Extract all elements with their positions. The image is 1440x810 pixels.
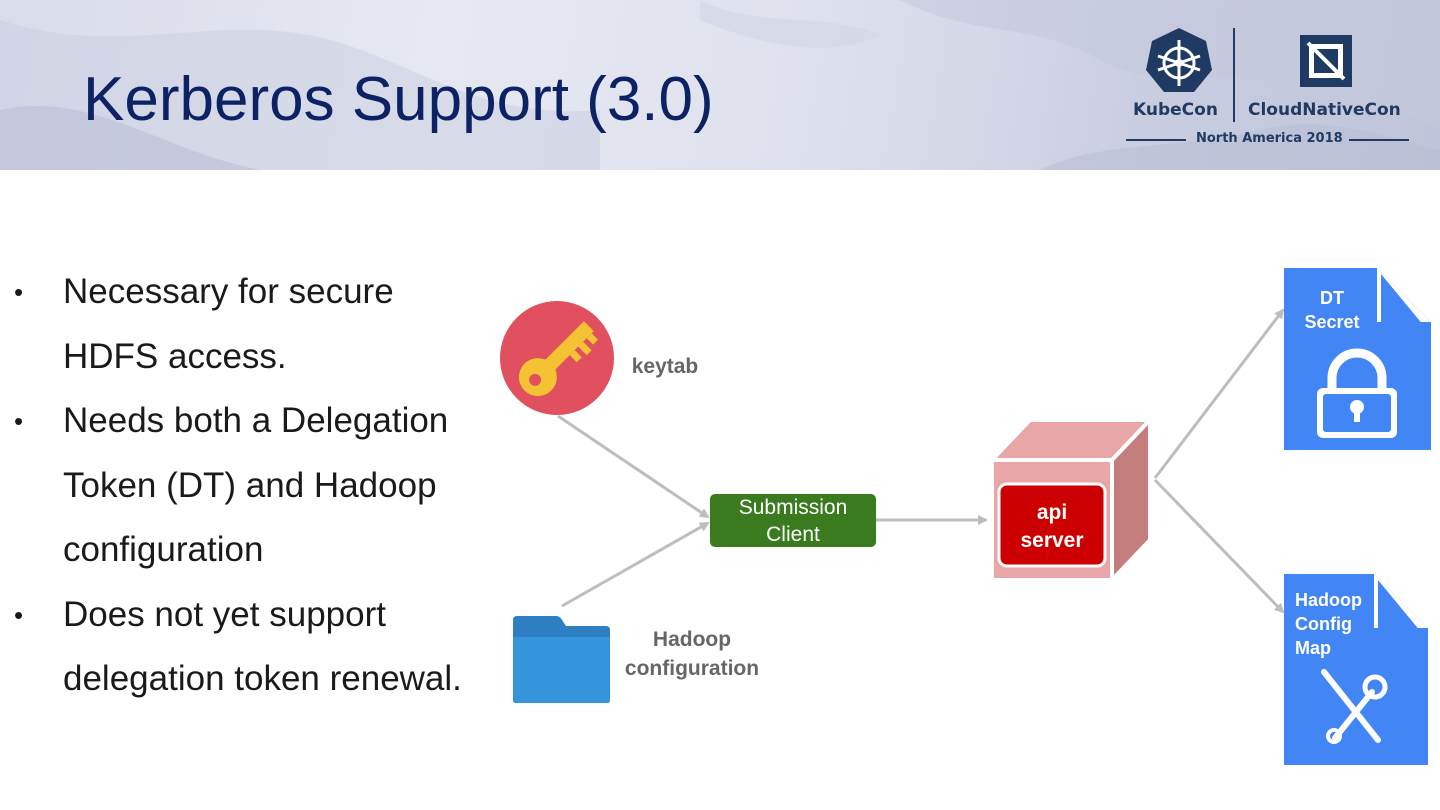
config-map-document-icon — [1284, 574, 1428, 765]
bullet-item: • Necessary for secure HDFS access. — [14, 260, 484, 389]
arrow-keytab-to-client — [557, 414, 710, 519]
configmap-line2: Config — [1295, 614, 1352, 634]
api-server-line2: server — [1020, 529, 1083, 552]
bullet-dot: • — [14, 277, 24, 307]
folder-icon — [513, 616, 610, 703]
api-server-cube — [987, 414, 1155, 586]
configmap-line3: Map — [1295, 638, 1331, 658]
dt-secret-line1: DT — [1320, 288, 1344, 308]
header-band: Kerberos Support (3.0) KubeCon CloudNati… — [0, 0, 1440, 170]
submission-client-line1: Submission — [739, 496, 848, 519]
bullet-text: Necessary for secure HDFS access. — [63, 272, 394, 376]
logo-divider — [1233, 28, 1235, 122]
bullet-text: Needs both a Delegation Token (DT) and H… — [63, 401, 449, 569]
hadoop-config-label-line2: configuration — [625, 657, 759, 680]
api-server-line1: api — [1037, 501, 1067, 524]
submission-client-line2: Client — [766, 523, 820, 546]
bullet-item: • Needs both a Delegation Token (DT) and… — [14, 389, 484, 583]
logo-rule-left — [1126, 139, 1186, 141]
bullet-dot: • — [14, 599, 24, 630]
arrow-api-to-secret — [1153, 308, 1285, 479]
logo-event: North America 2018 — [1196, 131, 1343, 146]
configmap-line1: Hadoop — [1295, 590, 1362, 610]
header-background-pattern — [0, 0, 1440, 170]
arrow-config-to-client — [561, 521, 710, 608]
lock-icon — [1317, 348, 1397, 438]
logo-cloudnativecon: CloudNativeCon — [1248, 100, 1401, 120]
key-icon — [500, 301, 614, 415]
keytab-label: keytab — [632, 355, 699, 378]
submission-client-box — [710, 494, 876, 547]
cncf-icon — [1300, 35, 1352, 87]
bullet-item: • Does not yet support delegation token … — [14, 583, 484, 712]
arrow-api-to-configmap — [1153, 478, 1285, 614]
logo-kubecon: KubeCon — [1133, 100, 1218, 120]
bullet-dot: • — [14, 406, 24, 436]
dt-secret-line2: Secret — [1304, 312, 1359, 332]
slide-title: Kerberos Support (3.0) — [83, 65, 714, 134]
hadoop-config-label-line1: Hadoop — [653, 628, 731, 651]
kubecon-cloudnativecon-logo: KubeCon CloudNativeCon North America 201… — [1120, 20, 1420, 160]
bullet-text: Does not yet support delegation token re… — [63, 594, 462, 699]
kubernetes-helm-icon — [1146, 28, 1212, 92]
tools-icon — [1321, 669, 1388, 744]
logo-rule-right — [1349, 139, 1409, 141]
bullet-list: • Necessary for secure HDFS access. • Ne… — [14, 260, 484, 712]
